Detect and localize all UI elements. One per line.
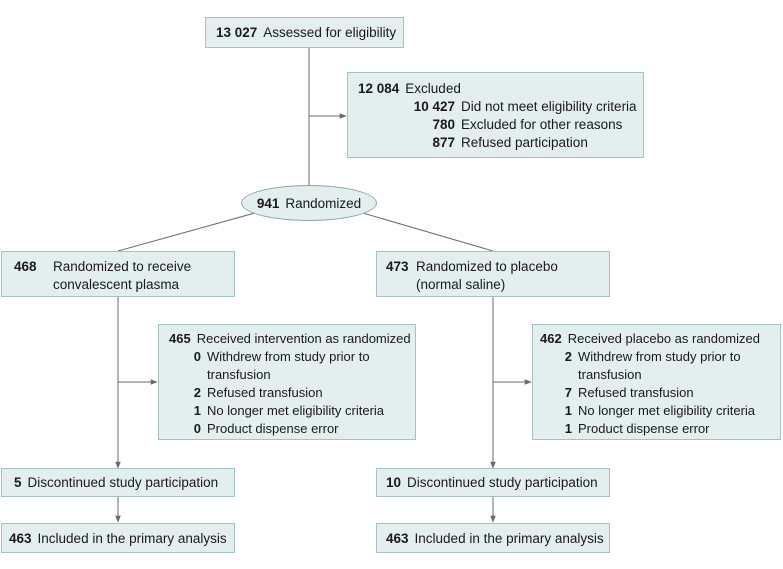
placebo-allocation-count: 473 bbox=[386, 259, 409, 274]
plasma-allocation-count: 468 bbox=[14, 259, 37, 274]
assessed-count: 13 027 bbox=[216, 25, 258, 40]
plasma-received-count: 465 bbox=[169, 331, 191, 346]
plasma-discontinued-count: 5 bbox=[14, 475, 22, 490]
placebo-received-count: 462 bbox=[540, 331, 562, 346]
randomized-label: Randomized bbox=[285, 195, 362, 211]
randomized-count: 941 bbox=[256, 195, 280, 211]
connector-randomized-plasma bbox=[117, 210, 263, 252]
assessed-box: 13 027 Assessed for eligibility bbox=[205, 17, 404, 48]
placebo-allocation-box: 473 Randomized to placebo (normal saline… bbox=[376, 251, 610, 297]
plasma-allocation-box: 468 Randomized to receive convalescent p… bbox=[1, 251, 235, 297]
excluded-count: 12 084 bbox=[358, 81, 400, 96]
excluded-label: Excluded bbox=[405, 81, 461, 96]
plasma-analysis-count: 463 bbox=[9, 531, 32, 546]
placebo-discontinued-count: 10 bbox=[386, 475, 402, 490]
placebo-analysis-count: 463 bbox=[386, 531, 409, 546]
assessed-label: Assessed for eligibility bbox=[263, 25, 397, 40]
randomized-oval: 941 Randomized bbox=[241, 185, 377, 221]
connector-randomized-placebo bbox=[355, 210, 494, 252]
